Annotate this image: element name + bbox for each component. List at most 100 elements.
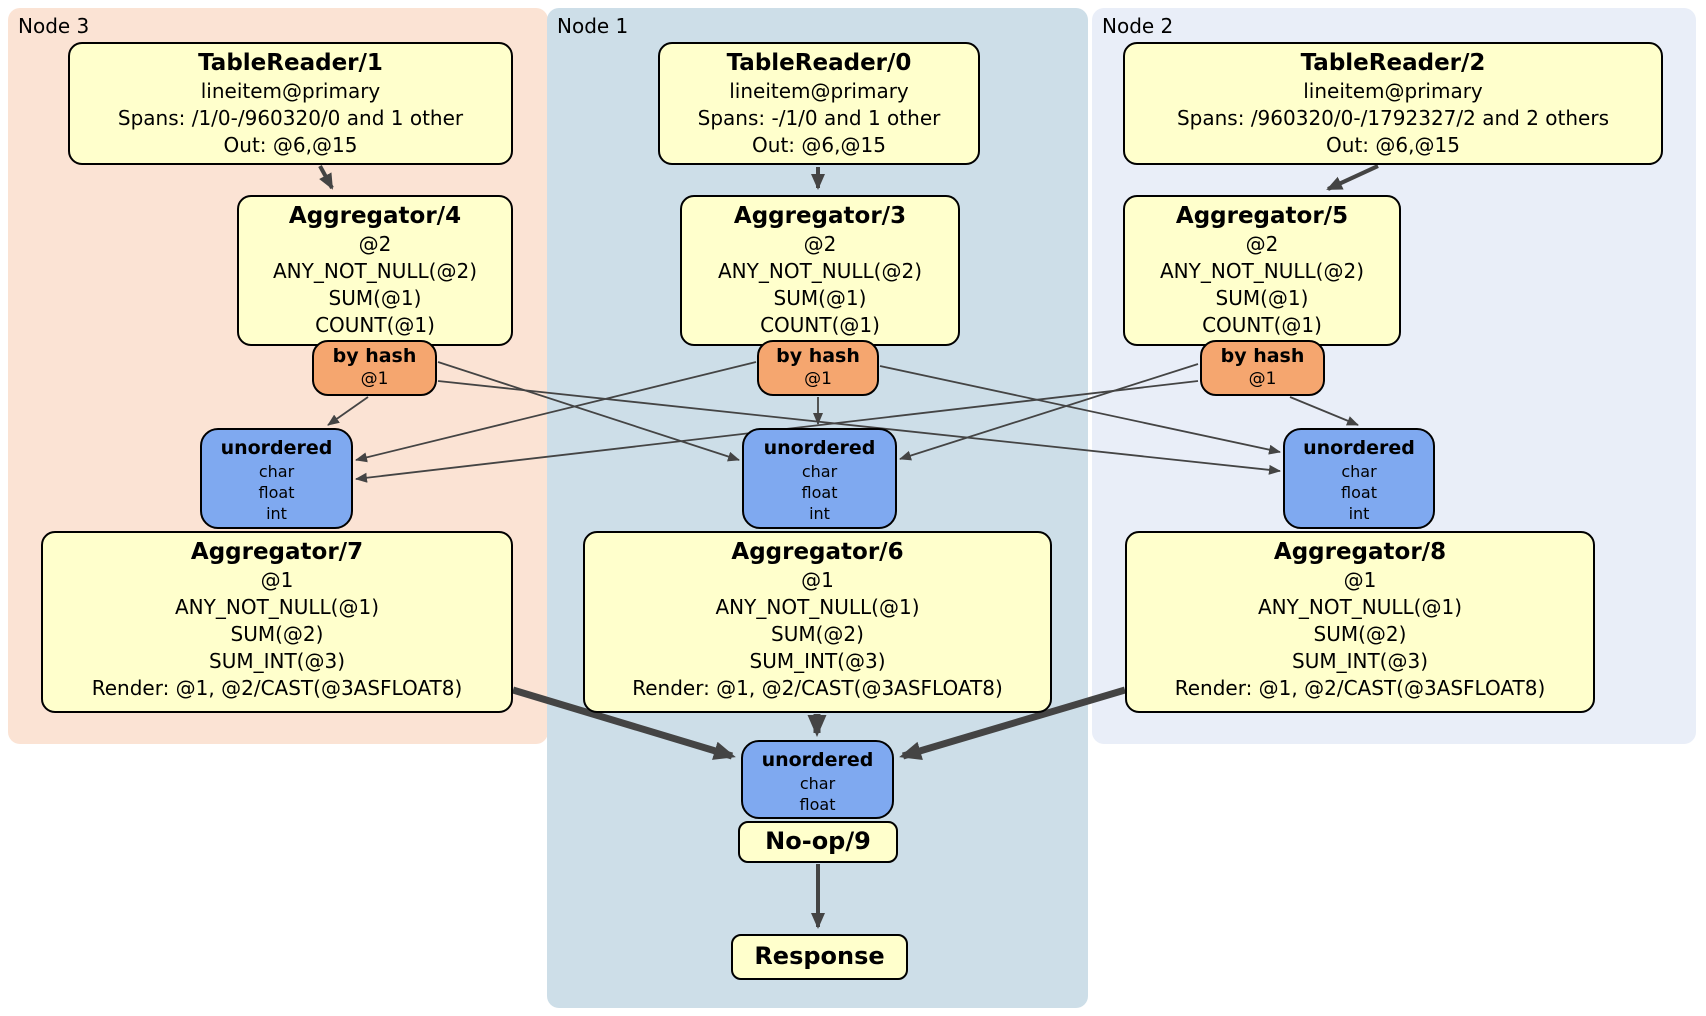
sync-item: float <box>799 795 836 814</box>
edge-router3-to-sync2 <box>437 380 1281 475</box>
sync-item: char <box>1341 462 1377 481</box>
edge-agg8-to-final-sync <box>899 686 1126 760</box>
node-detail: COUNT(@1) <box>315 313 435 337</box>
edge-router3-to-sync1 <box>437 361 740 462</box>
node-detail: @1 <box>801 568 834 592</box>
region-node2-label: Node 2 <box>1102 14 1174 38</box>
table-reader-0-node: TableReader/0 lineitem@primary Spans: -/… <box>658 42 980 165</box>
node-title: Aggregator/3 <box>733 203 907 229</box>
node-detail: @1 <box>1343 568 1377 592</box>
final-unordered-sync: unordered char float <box>741 740 894 819</box>
edge-router2-to-sync2 <box>1289 396 1359 426</box>
router-key: @1 <box>360 369 389 389</box>
node-title: Aggregator/6 <box>731 539 904 565</box>
node-detail: SUM(@2) <box>230 622 324 646</box>
hash-router-node2: by hash @1 <box>1200 340 1325 396</box>
node-detail: SUM(@1) <box>328 286 422 310</box>
aggregator-4-node: Aggregator/4 @2 ANY_NOT_NULL(@2) SUM(@1)… <box>237 195 513 346</box>
node-detail: lineitem@primary <box>729 79 909 103</box>
node-detail: ANY_NOT_NULL(@2) <box>273 259 477 283</box>
node-detail: COUNT(@1) <box>760 313 880 337</box>
edge-tr1-to-agg4 <box>318 165 334 190</box>
unordered-sync-node3: unordered char float int <box>200 428 353 529</box>
region-node1-label: Node 1 <box>557 14 629 38</box>
node-detail: ANY_NOT_NULL(@2) <box>1160 259 1364 283</box>
sync-item: char <box>801 462 838 481</box>
unordered-sync-node2: unordered char float int <box>1283 428 1435 529</box>
node-detail: SUM_INT(@3) <box>749 649 886 673</box>
node-detail: @2 <box>803 232 837 256</box>
router-title: by hash <box>776 345 860 367</box>
node-detail: Render: @1, @2/CAST(@3ASFLOAT8) <box>91 676 463 700</box>
unordered-sync-node1: unordered char float int <box>742 428 897 529</box>
table-reader-2-node: TableReader/2 lineitem@primary Spans: /9… <box>1123 42 1663 165</box>
edge-tr2-to-agg5 <box>1326 164 1379 191</box>
router-key: @1 <box>1248 369 1277 389</box>
sync-item: char <box>258 462 295 481</box>
node-detail: ANY_NOT_NULL(@1) <box>1258 595 1462 619</box>
router-key: @1 <box>804 369 832 389</box>
node-detail: COUNT(@1) <box>1202 313 1322 337</box>
hash-router-node1: by hash @1 <box>757 340 879 396</box>
node-detail: @2 <box>1245 232 1279 256</box>
sync-item: int <box>1348 504 1370 523</box>
sync-title: unordered <box>1303 437 1415 459</box>
table-reader-1-node: TableReader/1 lineitem@primary Spans: /1… <box>68 42 513 165</box>
sync-item: int <box>809 504 830 523</box>
aggregator-8-node: Aggregator/8 @1 ANY_NOT_NULL(@1) SUM(@2)… <box>1125 531 1595 713</box>
node-title: TableReader/2 <box>1300 50 1486 76</box>
edge-agg7-to-final-sync <box>511 686 736 760</box>
aggregator-7-node: Aggregator/7 @1 ANY_NOT_NULL(@1) SUM(@2)… <box>41 531 513 713</box>
node-detail: @2 <box>358 232 392 256</box>
node-detail: Out: @6,@15 <box>752 133 886 157</box>
edge-router2-to-sync1 <box>899 363 1199 461</box>
noop-9-node: No-op/9 <box>738 821 898 863</box>
sync-title: unordered <box>220 437 333 459</box>
node-detail: @1 <box>260 568 294 592</box>
sync-item: int <box>266 504 287 523</box>
node-detail: SUM(@1) <box>1215 286 1309 310</box>
node-detail: Spans: /1/0-/960320/0 and 1 other <box>117 106 464 130</box>
node-title: Aggregator/7 <box>190 539 364 565</box>
hash-router-node3: by hash @1 <box>312 340 437 396</box>
node-detail: lineitem@primary <box>200 79 381 103</box>
node-detail: lineitem@primary <box>1303 79 1483 103</box>
node-title: Aggregator/8 <box>1273 539 1447 565</box>
aggregator-5-node: Aggregator/5 @2 ANY_NOT_NULL(@2) SUM(@1)… <box>1123 195 1401 346</box>
edge-router1-to-sync2 <box>879 365 1281 455</box>
node-detail: SUM_INT(@3) <box>209 649 345 673</box>
node-detail: Spans: /960320/0-/1792327/2 and 2 others <box>1176 106 1609 130</box>
node-title: Response <box>754 942 885 970</box>
node-title: TableReader/0 <box>726 50 912 76</box>
aggregator-6-node: Aggregator/6 @1 ANY_NOT_NULL(@1) SUM(@2)… <box>583 531 1052 713</box>
region-node3-label: Node 3 <box>18 14 90 38</box>
sync-title: unordered <box>761 749 874 771</box>
node-title: Aggregator/4 <box>288 203 462 229</box>
sync-item: float <box>1341 483 1377 502</box>
node-detail: Spans: -/1/0 and 1 other <box>697 106 941 130</box>
response-node: Response <box>731 934 908 980</box>
edge-router1-to-sync3 <box>355 361 757 463</box>
node-detail: SUM(@1) <box>773 286 867 310</box>
node-detail: ANY_NOT_NULL(@2) <box>718 259 922 283</box>
node-detail: SUM_INT(@3) <box>1292 649 1428 673</box>
edge-router3-to-sync3 <box>327 396 369 426</box>
node-detail: Render: @1, @2/CAST(@3ASFLOAT8) <box>632 676 1003 700</box>
node-detail: Out: @6,@15 <box>223 133 358 157</box>
sync-item: float <box>801 483 838 502</box>
node-detail: Render: @1, @2/CAST(@3ASFLOAT8) <box>1174 676 1546 700</box>
node-title: Aggregator/5 <box>1175 203 1349 229</box>
router-title: by hash <box>1220 345 1305 367</box>
node-detail: SUM(@2) <box>1313 622 1407 646</box>
node-detail: Out: @6,@15 <box>1326 133 1460 157</box>
sync-item: float <box>258 483 295 502</box>
node-title: TableReader/1 <box>198 50 383 76</box>
aggregator-3-node: Aggregator/3 @2 ANY_NOT_NULL(@2) SUM(@1)… <box>680 195 960 346</box>
node-title: No-op/9 <box>765 827 871 855</box>
router-title: by hash <box>332 345 417 367</box>
node-detail: ANY_NOT_NULL(@1) <box>175 595 379 619</box>
sync-title: unordered <box>763 437 876 459</box>
node-detail: ANY_NOT_NULL(@1) <box>715 595 920 619</box>
